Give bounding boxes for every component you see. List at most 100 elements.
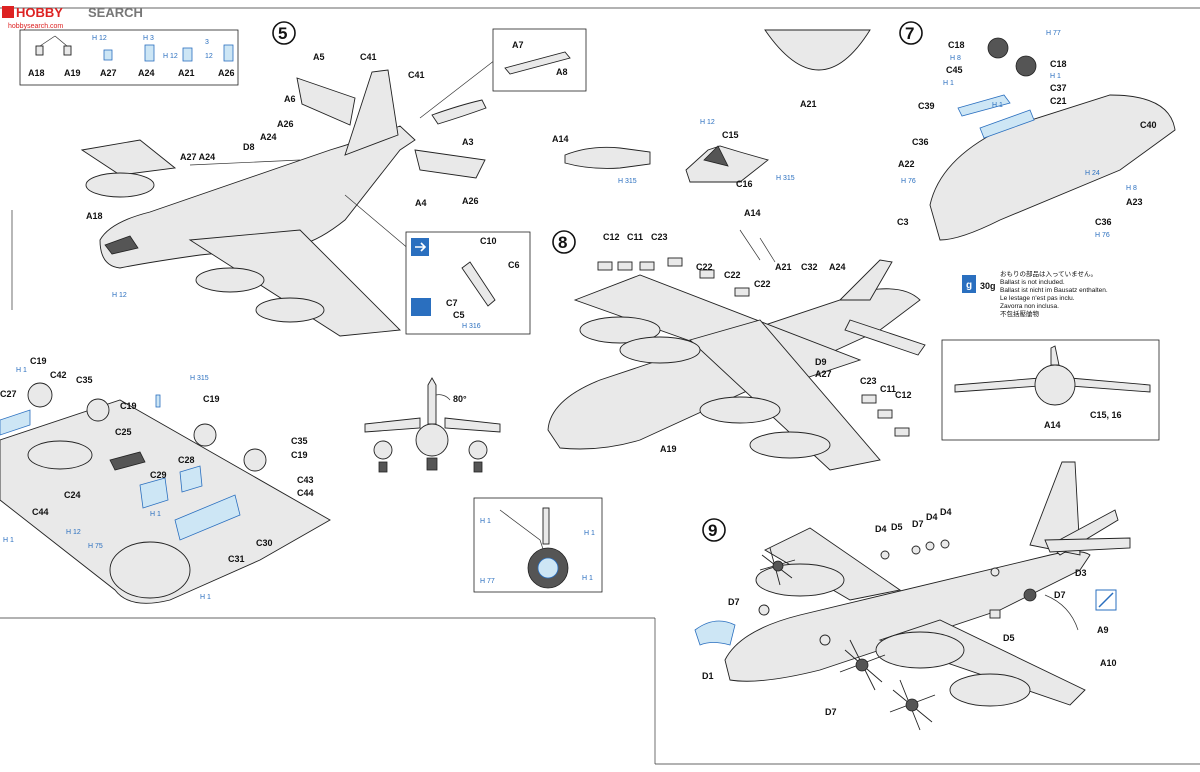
- ballast-line-3: Ballast ist nicht im Bausatz enthalten.: [1000, 287, 1108, 294]
- watermark-brand-a: HOBBY: [16, 5, 63, 20]
- hint-h315-b: H 315: [776, 175, 795, 182]
- step5-boom: [431, 99, 487, 125]
- label-c36-b: C36: [1095, 217, 1112, 227]
- ballast-icon: [962, 275, 976, 293]
- legend-h3: H 3: [143, 35, 154, 42]
- label-a27-b: A27: [815, 369, 832, 379]
- label-c10: C10: [480, 236, 497, 246]
- label-d5-a: D5: [891, 522, 903, 532]
- hint-h1-nose-a: H 1: [480, 518, 491, 525]
- hint-h1-nose-b: H 1: [584, 530, 595, 537]
- hint-h1-a: H 1: [1050, 73, 1061, 80]
- label-c23: C23: [651, 232, 668, 242]
- label-a26: A26: [277, 119, 294, 129]
- label-a24: A24: [260, 132, 277, 142]
- ballast-icon-glyph: g: [966, 280, 972, 291]
- label-c19-c: C19: [203, 394, 220, 404]
- label-c42: C42: [50, 370, 67, 380]
- propeller-1: [759, 547, 796, 586]
- label-d7-a: D7: [912, 519, 924, 529]
- label-a5: A5: [313, 52, 325, 62]
- hint-h12: H 12: [112, 292, 127, 299]
- label-a27-a24: A27 A24: [180, 152, 215, 162]
- watermark-logo: HOBBY SEARCH hobbysearch.com: [2, 5, 143, 30]
- step8-wing-right: [689, 319, 881, 471]
- legend-a19: A19: [64, 68, 81, 78]
- step-5: 5 A5 C41 C41 A6 A26 A24 D8 A27 A24 A18 A…: [80, 21, 587, 337]
- label-d9: D9: [815, 357, 827, 367]
- label-c22-c: C22: [754, 279, 771, 289]
- label-a26-b: A26: [462, 196, 479, 206]
- label-c35-b: C35: [291, 436, 308, 446]
- step-8-parts: A14 H 315 H 12 C15 C16 H 315 A21: [552, 29, 871, 189]
- ballast-weight: 30g: [980, 281, 996, 291]
- step6-c29: [139, 477, 169, 509]
- step5-engine-3: [255, 297, 325, 323]
- inset-a14-front-view: A14 C15, 16: [941, 339, 1160, 441]
- parts-legend-box: A18 A19 A27 A24 A21 A26 H 12 H 3 H 12 3 …: [19, 29, 239, 86]
- label-a9: A9: [1097, 625, 1109, 635]
- label-c44-a: C44: [297, 488, 314, 498]
- step-7-number: 7: [905, 24, 914, 43]
- step5-fuselage: [99, 125, 416, 269]
- hint-h76-a: H 76: [901, 178, 916, 185]
- page-frame: [0, 7, 1200, 765]
- hint-h1-c: H 1: [3, 537, 14, 544]
- label-c16: C16: [736, 179, 753, 189]
- label-a21-b: A21: [775, 262, 792, 272]
- hint-h77-nose: H 77: [480, 578, 495, 585]
- label-c22-b: C22: [724, 270, 741, 280]
- step5-part-a3: [414, 149, 486, 179]
- hint-h1-b: H 1: [150, 511, 161, 518]
- step7-wheel-1: [987, 37, 1009, 59]
- label-c18-a: C18: [948, 40, 965, 50]
- label-a24-b: A24: [829, 262, 846, 272]
- label-a19: A19: [660, 444, 677, 454]
- propeller-2: [839, 639, 886, 691]
- label-c39: C39: [918, 101, 935, 111]
- hint-h24: H 24: [1085, 170, 1100, 177]
- step-9-number: 9: [708, 521, 717, 540]
- label-d7-d: D7: [825, 707, 837, 717]
- hint-h75: H 75: [88, 543, 103, 550]
- label-a8: A8: [556, 67, 568, 77]
- front-view-aircraft: 80°: [364, 377, 501, 473]
- label-c19-b: C19: [120, 401, 137, 411]
- label-c7: C7: [446, 298, 458, 308]
- label-a3: A3: [462, 137, 474, 147]
- label-c22-a: C22: [696, 262, 713, 272]
- hint-h1-nose-c: H 1: [582, 575, 593, 582]
- ballast-line-4: Le lestage n'est pas inclu.: [1000, 295, 1075, 302]
- label-c29: C29: [150, 470, 167, 480]
- hint-h1-d: H 1: [200, 594, 211, 601]
- label-c12: C12: [603, 232, 620, 242]
- label-a6: A6: [284, 94, 296, 104]
- legend-12: 12: [205, 53, 213, 60]
- label-c5: C5: [453, 310, 465, 320]
- label-c44-b: C44: [32, 507, 49, 517]
- ballast-line-6: 不包括壓艙物: [1000, 309, 1040, 318]
- label-c31: C31: [228, 554, 245, 564]
- torpedo-a14: [564, 146, 651, 169]
- hint-h76-b: H 76: [1095, 232, 1110, 239]
- step7-fuselage: [929, 94, 1176, 241]
- step5-engine-2: [195, 267, 265, 293]
- label-c11-b: C11: [880, 384, 896, 394]
- hint-h8-b: H 8: [1126, 185, 1137, 192]
- label-c19-a: C19: [30, 356, 47, 366]
- label-c25: C25: [115, 427, 132, 437]
- label-a14: A14: [552, 134, 569, 144]
- label-d7-c: D7: [1054, 590, 1066, 600]
- label-c27: C27: [0, 389, 17, 399]
- step9-d7-light: [1023, 588, 1037, 602]
- label-d4-c: D4: [940, 507, 952, 517]
- label-c3: C3: [897, 217, 909, 227]
- glue-icon: [411, 298, 431, 316]
- propeller-3: [889, 679, 936, 731]
- step6-clear-window: [174, 494, 241, 541]
- step5-left-wing: [80, 139, 177, 176]
- label-c15-16: C15, 16: [1090, 410, 1122, 420]
- step9-canopy-d1: [694, 620, 736, 646]
- label-a23: A23: [1126, 197, 1143, 207]
